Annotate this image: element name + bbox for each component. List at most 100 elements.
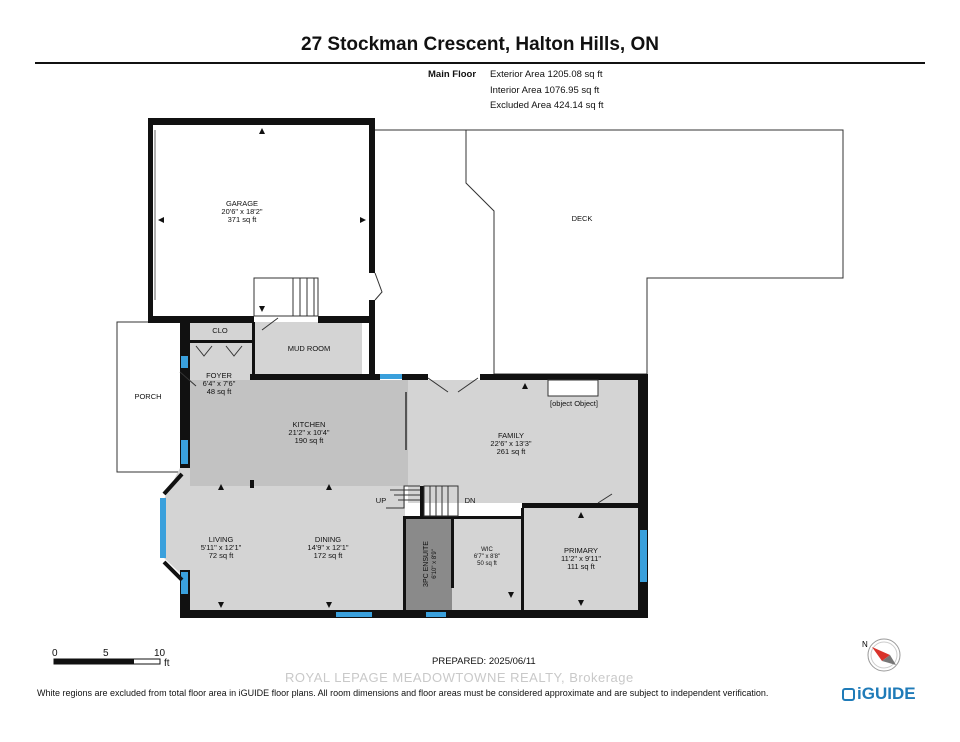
garage-right-wall xyxy=(369,118,375,273)
family-floor xyxy=(408,380,638,503)
kitchen-dims: 21'2" x 10'4" xyxy=(288,428,329,437)
north-wall-kitchen2 xyxy=(402,374,428,380)
clo-floor xyxy=(190,322,252,340)
clo-bottom-wall xyxy=(190,340,252,343)
stairs-up xyxy=(386,485,420,509)
primary-area: 111 sq ft xyxy=(567,562,596,571)
stairs-dn xyxy=(423,485,459,517)
window-primary-east xyxy=(640,530,647,582)
foyer-name: FOYER xyxy=(206,371,232,380)
mudroom-door xyxy=(261,317,279,331)
living-dims: 5'11" x 12'1" xyxy=(201,543,242,552)
garage-steps xyxy=(253,277,319,317)
garage-left-wall xyxy=(148,118,153,322)
area-values: Exterior Area 1205.08 sq ft Interior Are… xyxy=(490,67,604,114)
garage-name: GARAGE xyxy=(226,199,258,208)
windows xyxy=(160,356,647,617)
fp-name: [object Object] xyxy=(550,399,598,408)
kitchen-name: KITCHEN xyxy=(293,420,326,429)
garage-top-wall xyxy=(148,118,374,125)
primary-top-wall xyxy=(522,503,638,508)
window-bay-left xyxy=(160,498,166,558)
prepared-date: PREPARED: 2025/06/11 xyxy=(432,656,536,667)
stairs-dn-label: DN xyxy=(465,496,476,505)
dining-area: 172 sq ft xyxy=(314,551,344,560)
east-wall xyxy=(638,374,648,610)
family-area: 261 sq ft xyxy=(497,447,527,456)
iguide-logo-text: iGUIDE xyxy=(857,684,916,703)
stair-block xyxy=(420,486,424,516)
family-name: FAMILY xyxy=(498,431,524,440)
foyer-door xyxy=(179,371,197,387)
dining-dims: 14'9" x 12'1" xyxy=(307,543,348,552)
fireplace xyxy=(547,379,599,397)
scale-tick-5: 5 xyxy=(103,648,109,659)
walls xyxy=(148,118,648,618)
page-title: 27 Stockman Crescent, Halton Hills, ON xyxy=(301,34,659,55)
wic-dims: 6'7" x 8'8" xyxy=(474,554,500,560)
foyer-dims: 6'4" x 7'6" xyxy=(203,379,236,388)
compass-icon: N xyxy=(862,638,901,672)
mudroom-name: MUD ROOM xyxy=(288,344,331,353)
svg-text:N: N xyxy=(862,640,868,649)
wic-name: WIC xyxy=(481,547,493,553)
window-living-south xyxy=(181,572,188,594)
family-dims: 22'6" x 13'3" xyxy=(490,439,531,448)
window-foyer xyxy=(181,356,188,368)
floor-label: Main Floor xyxy=(428,69,477,80)
foyer-area: 48 sq ft xyxy=(207,387,233,396)
iguide-logo-mark xyxy=(842,688,855,701)
window-dining-south xyxy=(336,612,372,617)
primary-name: PRIMARY xyxy=(564,546,598,555)
iguide-logo-icon: iGUIDE xyxy=(842,684,916,704)
primary-door xyxy=(597,493,613,504)
living-floor xyxy=(190,486,253,610)
kitchen-floor xyxy=(190,380,408,486)
disclaimer: White regions are excluded from total fl… xyxy=(37,688,769,698)
primary-floor xyxy=(524,508,638,610)
primary-dims: 11'2" x 9'11" xyxy=(561,554,601,563)
living-name: LIVING xyxy=(209,535,234,544)
scale-tick-10: 10 xyxy=(154,648,166,659)
kitchen-area: 190 sq ft xyxy=(295,436,325,445)
scale-bar xyxy=(53,658,161,665)
garage-right-wall-low xyxy=(369,300,375,380)
west-wall xyxy=(180,316,190,468)
kitchen-living-divider xyxy=(250,480,254,488)
interior-area: Interior Area 1076.95 sq ft xyxy=(490,84,600,96)
watermark: ROYAL LEPAGE MEADOWTOWNE REALTY, Brokera… xyxy=(285,670,634,685)
living-area: 72 sq ft xyxy=(209,551,235,560)
exterior-area: Exterior Area 1205.08 sq ft xyxy=(490,69,603,80)
south-wall xyxy=(180,610,648,618)
stairs-up-label: UP xyxy=(376,496,386,505)
bay-lower-angle xyxy=(162,560,184,582)
clo-doors xyxy=(195,345,243,357)
wic-area: 50 sq ft xyxy=(477,561,497,567)
wic-right-wall xyxy=(521,508,524,610)
ensuite-top-wall xyxy=(404,516,524,519)
dining-floor xyxy=(253,486,405,610)
porch-outline xyxy=(116,321,183,473)
bay-upper-angle xyxy=(162,472,184,496)
mudroom-floor xyxy=(254,322,362,378)
ensuite-dims: 6'10" x 8'9" xyxy=(432,549,438,579)
scale-tick-0: 0 xyxy=(52,648,58,659)
ensuite-name: 3PC ENSUITE xyxy=(423,541,430,587)
ensuite-left-wall xyxy=(403,516,406,610)
title-divider xyxy=(35,62,925,64)
garage-dims: 20'6" x 18'2" xyxy=(221,207,262,216)
north-wall-family xyxy=(480,374,648,380)
dining-name: DINING xyxy=(315,535,341,544)
north-wall-kitchen xyxy=(250,374,380,380)
porch-name: PORCH xyxy=(134,392,161,401)
scale-unit: ft xyxy=(164,658,170,669)
ensuite-right-wall xyxy=(451,516,454,588)
garage-area: 371 sq ft xyxy=(228,215,258,224)
deck-name: DECK xyxy=(572,214,593,223)
window-ensuite-south xyxy=(426,612,446,617)
family-patio-door xyxy=(427,377,479,393)
deck-outline xyxy=(375,129,844,375)
garage-bottom-wall xyxy=(148,316,254,323)
mudroom-left-wall xyxy=(252,322,255,380)
